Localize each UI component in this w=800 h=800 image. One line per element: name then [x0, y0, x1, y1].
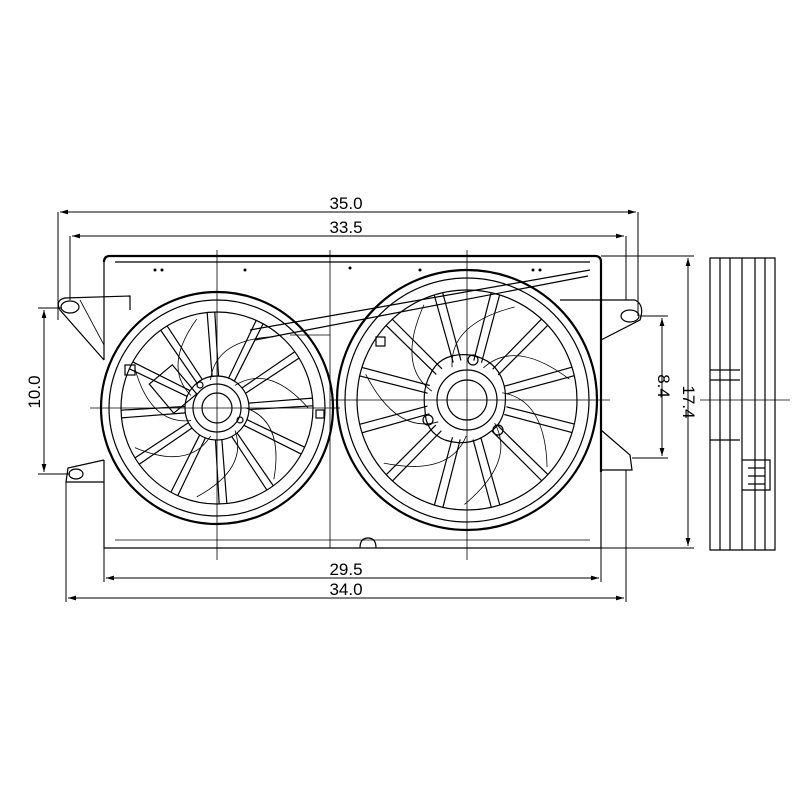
fan-spoke — [359, 366, 430, 394]
fan-spoke — [160, 325, 203, 384]
dim-frame-width-bottom: 29.5 — [103, 548, 602, 582]
fan-spoke — [433, 292, 462, 363]
fan-blade — [196, 430, 239, 498]
fan-blade — [502, 392, 548, 468]
side-view — [700, 257, 790, 551]
fan-spoke — [504, 366, 575, 395]
fan-spoke — [504, 406, 575, 434]
fan-blade — [383, 435, 467, 467]
fan-blade — [245, 407, 277, 480]
fan-spoke — [170, 434, 206, 496]
fan-spoke — [129, 361, 191, 397]
fan-spoke — [385, 318, 443, 375]
fan-blade — [134, 368, 192, 422]
dim-left-mount-height: 10.0 — [25, 307, 70, 475]
fan-blade — [134, 435, 211, 458]
dim-label-10: 10.0 — [25, 375, 44, 408]
fan-blade — [411, 304, 433, 392]
fan-spoke — [473, 292, 501, 363]
right-mount-ear-lower — [600, 429, 633, 471]
shroud-frame — [102, 254, 603, 549]
fan-spoke — [243, 419, 305, 455]
right-mount-ear-upper — [560, 299, 643, 341]
dim-overall-height: 17.4 — [601, 255, 698, 549]
fan-blade — [483, 355, 570, 380]
dim-label-17-4: 17.4 — [679, 385, 698, 418]
left-mount-ear-upper — [57, 295, 131, 361]
fan-blade — [177, 318, 198, 396]
fan-blade — [210, 336, 274, 380]
fan-blade — [234, 378, 309, 409]
fan-spoke — [241, 351, 300, 394]
dim-overall-width-top: 35.0 — [57, 194, 639, 320]
fan-blade — [451, 306, 515, 368]
dim-label-35: 35.0 — [329, 194, 362, 213]
dim-label-33-5: 33.5 — [329, 218, 362, 237]
fan-spoke — [433, 437, 461, 508]
dim-right-mount-height: 8.4 — [632, 315, 673, 459]
center-lines — [90, 250, 610, 560]
dim-label-8-4: 8.4 — [654, 374, 673, 398]
fan-spoke — [472, 437, 501, 508]
dim-label-34: 34.0 — [329, 580, 362, 599]
dim-overall-width-bottom: 34.0 — [65, 470, 627, 602]
fan-spoke — [228, 320, 264, 382]
fan-spoke — [134, 422, 193, 465]
fan-blade — [365, 374, 439, 425]
fan-blade — [464, 422, 502, 505]
dim-shroud-width-top: 33.5 — [69, 218, 627, 300]
fan-spoke — [492, 318, 549, 376]
dim-label-29-5: 29.5 — [329, 560, 362, 579]
left-mount-ear-lower — [65, 459, 105, 483]
fan-spoke — [385, 424, 442, 482]
fan-spoke — [359, 405, 430, 434]
